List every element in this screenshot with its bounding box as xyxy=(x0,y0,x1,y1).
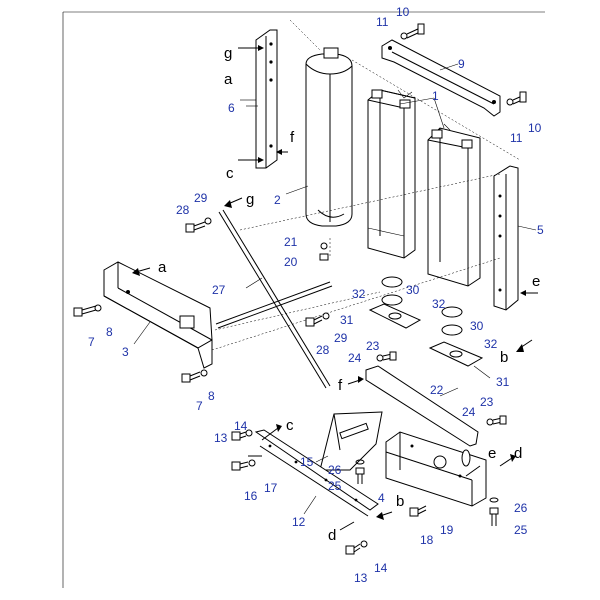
bottom-strip-12 xyxy=(248,429,379,517)
part-number-8-lower: 8 xyxy=(208,389,215,403)
ref-letter-g-upper: g xyxy=(224,45,232,62)
side-bracket-6 xyxy=(238,29,288,169)
part-number-14-lower: 14 xyxy=(374,561,388,575)
bolt-18 xyxy=(409,505,427,517)
ref-letter-b-upper: b xyxy=(500,349,508,366)
part-number-31-lower: 31 xyxy=(496,375,510,389)
bolt-13-lower xyxy=(345,540,368,555)
bolt-20 xyxy=(319,242,329,261)
part-number-30-upper: 30 xyxy=(406,283,420,297)
part-number-23-lower: 23 xyxy=(480,395,494,409)
part-number-7-upper: 7 xyxy=(88,335,95,349)
bolt-10-top xyxy=(400,23,425,40)
bolt-25-center xyxy=(355,459,365,484)
part-number-9: 9 xyxy=(458,57,465,71)
top-bar-9 xyxy=(381,39,501,117)
part-number-8-upper: 8 xyxy=(106,325,113,339)
ref-letter-c-upper: c xyxy=(226,165,234,182)
tie-rod-27 xyxy=(215,209,333,389)
ref-letter-d-right: d xyxy=(514,445,522,462)
part-number-3: 3 xyxy=(122,345,129,359)
bolt-23-upper xyxy=(376,351,397,362)
part-number-2: 2 xyxy=(274,193,281,207)
part-number-28-upper: 28 xyxy=(176,203,190,217)
part-number-10-right: 10 xyxy=(528,121,542,135)
mount-30-31-lower xyxy=(428,306,484,367)
part-number-29-upper: 29 xyxy=(194,191,208,205)
part-number-11-top: 11 xyxy=(376,15,389,29)
bolt-25-right xyxy=(489,497,499,526)
bolt-10-right xyxy=(506,91,527,106)
radiator-core-1a xyxy=(367,89,416,259)
cover-15 xyxy=(319,411,383,471)
part-number-32-left: 32 xyxy=(352,287,366,301)
lower-bracket-3 xyxy=(103,261,213,369)
bolt-23-lower xyxy=(486,415,507,426)
part-number-16: 16 xyxy=(244,489,258,503)
part-number-13-lower: 13 xyxy=(354,571,368,585)
part-number-19: 19 xyxy=(440,523,454,537)
radiator-core-1b xyxy=(427,127,481,287)
part-number-22: 22 xyxy=(430,383,444,397)
bolt-8-lower xyxy=(181,369,208,383)
part-number-32-right: 32 xyxy=(484,337,498,351)
ref-letter-a-lower: a xyxy=(158,259,167,276)
ref-letter-a-upper: a xyxy=(224,71,233,88)
ref-letter-d-lower: d xyxy=(328,527,336,544)
part-number-12: 12 xyxy=(292,515,306,529)
part-number-11-right: 11 xyxy=(510,131,523,145)
part-number-21: 21 xyxy=(284,235,298,249)
bolt-16 xyxy=(231,459,256,471)
part-number-29-lower: 29 xyxy=(334,331,348,345)
ref-letter-e-lower: e xyxy=(488,445,496,462)
part-number-13-upper: 13 xyxy=(214,431,228,445)
part-number-6: 6 xyxy=(228,101,235,115)
ref-letter-f-upper: f xyxy=(290,129,295,146)
ref-letter-e-upper: e xyxy=(532,273,540,290)
part-number-26-right: 26 xyxy=(514,501,528,515)
part-number-14-upper: 14 xyxy=(234,419,248,433)
part-number-26-center: 26 xyxy=(328,463,342,477)
ref-letter-f-lower: f xyxy=(338,377,343,394)
ref-letter-b-lower: b xyxy=(396,493,404,510)
bolt-13-upper xyxy=(231,429,253,441)
part-number-31-upper: 31 xyxy=(340,313,354,327)
part-number-7-lower: 7 xyxy=(196,399,203,413)
bolt-28-lower xyxy=(305,312,330,327)
part-number-27: 27 xyxy=(212,283,226,297)
side-bracket-5 xyxy=(493,165,538,311)
bolt-28-upper xyxy=(185,217,212,233)
part-number-4: 4 xyxy=(378,491,385,505)
mount-30-31-upper xyxy=(368,276,422,329)
base-frame-22 xyxy=(365,365,487,507)
part-number-5: 5 xyxy=(537,223,544,237)
part-number-24-upper: 24 xyxy=(348,351,362,365)
part-number-32-mid: 32 xyxy=(432,297,446,311)
part-number-30-lower: 30 xyxy=(470,319,484,333)
part-number-1: 1 xyxy=(432,89,439,103)
bolt-8-upper xyxy=(73,304,102,317)
oil-cooler-2 xyxy=(305,47,353,227)
part-number-25-center: 25 xyxy=(328,479,342,493)
part-number-28-lower: 28 xyxy=(316,343,330,357)
part-number-15: 15 xyxy=(300,455,314,469)
part-number-24-lower: 24 xyxy=(462,405,476,419)
ref-letter-c-lower: c xyxy=(286,417,294,434)
part-number-18: 18 xyxy=(420,533,434,547)
part-number-10-top: 10 xyxy=(396,5,410,19)
part-number-23-upper: 23 xyxy=(366,339,380,353)
ref-letter-g-lower: g xyxy=(246,191,254,208)
part-number-20: 20 xyxy=(284,255,298,269)
part-number-25-right: 25 xyxy=(514,523,528,537)
part-number-17: 17 xyxy=(264,481,278,495)
